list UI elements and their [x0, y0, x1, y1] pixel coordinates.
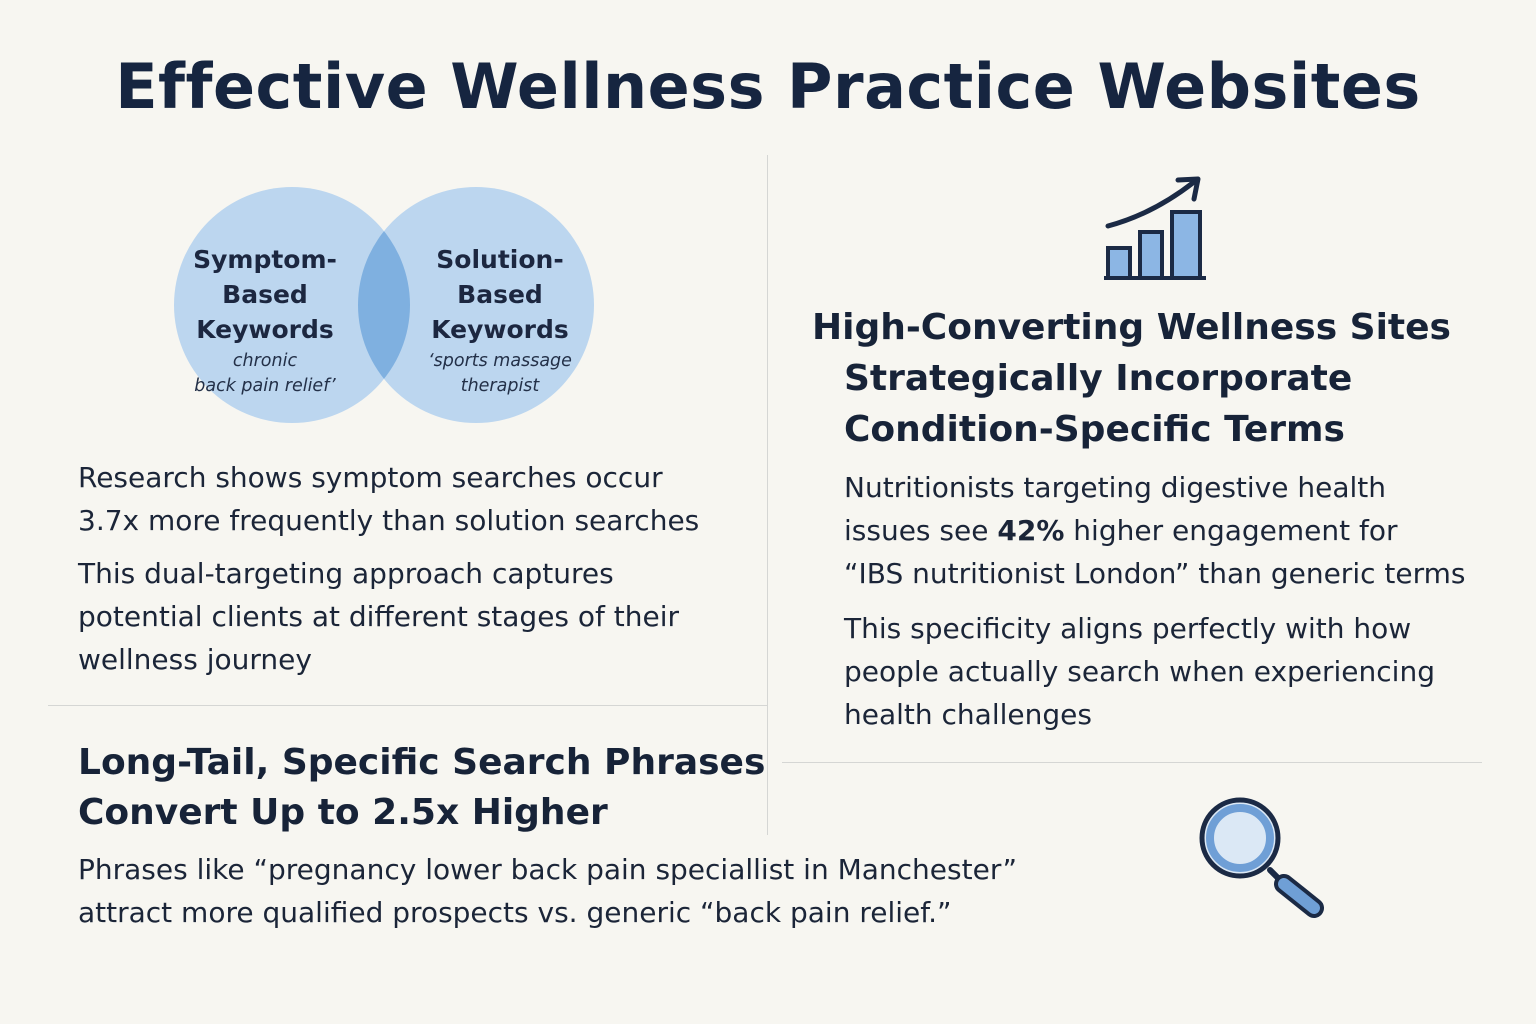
right-paragraph-1-line-2: issues see 42% higher engagement for: [844, 509, 1524, 552]
venn-right-example-2: therapist: [460, 376, 540, 396]
keyword-venn-diagram: Symptom- Based Keywords chronic back pai…: [160, 160, 610, 450]
venn-right-label-3: Keywords: [431, 315, 569, 344]
right-paragraph-2: This specificity aligns perfectly with h…: [844, 607, 1524, 736]
right-heading: High-Converting Wellness Sites Strategic…: [812, 302, 1512, 455]
right-horizontal-divider: [782, 762, 1482, 763]
bar-chart-growth-icon: [1104, 176, 1206, 280]
venn-left-label-2: Based: [222, 280, 308, 309]
right-paragraph-2-line-1: This specificity aligns perfectly with h…: [844, 612, 1412, 645]
bottom-paragraph-line-1: Phrases like “pregnancy lower back pain …: [78, 853, 1018, 886]
venn-left-label-1: Symptom-: [193, 245, 337, 274]
right-paragraph-1: Nutritionists targeting digestive health…: [844, 466, 1524, 595]
left-paragraph-2-line-2: potential clients at different stages of…: [78, 600, 680, 633]
left-paragraph-2: This dual-targeting approach captures po…: [78, 552, 758, 681]
page-title: Effective Wellness Practice Websites: [115, 50, 1421, 123]
left-paragraph-2-line-1: This dual-targeting approach captures: [78, 557, 614, 590]
venn-left-text: Symptom- Based Keywords chronic back pai…: [165, 242, 365, 399]
venn-left-example-1: chronic: [232, 351, 298, 371]
right-heading-line-3: Condition-Specific Terms: [844, 409, 1345, 450]
venn-circles: [174, 187, 594, 423]
vertical-divider: [767, 155, 768, 835]
right-paragraph-2-line-3: health challenges: [844, 698, 1092, 731]
venn-left-circle: [174, 187, 410, 423]
venn-right-label-1: Solution-: [436, 245, 564, 274]
venn-left-label-3: Keywords: [196, 315, 334, 344]
bottom-paragraph-line-2: attract more qualified prospects vs. gen…: [78, 896, 952, 929]
left-horizontal-divider: [48, 705, 768, 706]
right-heading-line-2: Strategically Incorporate: [844, 358, 1353, 399]
right-paragraph-1-line-2-before: issues see: [844, 514, 998, 547]
left-paragraph-1-line-1: Research shows symptom searches occur: [78, 461, 663, 494]
bottom-heading-line-2: Convert Up to 2.5x Higher: [78, 792, 608, 833]
right-paragraph-1-line-3: “IBS nutritionist London” than generic t…: [844, 557, 1466, 590]
left-paragraph-2-line-3: wellness journey: [78, 643, 312, 676]
bottom-heading-line-1: Long-Tail, Specific Search Phrases: [78, 742, 766, 783]
venn-right-text: Solution- Based Keywords ‘sports massage…: [400, 242, 600, 399]
right-paragraph-2-line-2: people actually search when experiencing: [844, 655, 1435, 688]
right-heading-line-1: High-Converting Wellness Sites: [812, 307, 1451, 348]
magnifying-glass-icon: [1199, 797, 1324, 918]
venn-left-example-2: back pain relief’: [194, 376, 336, 396]
venn-right-example-1: ‘sports massage: [428, 351, 572, 371]
left-paragraph-1: Research shows symptom searches occur 3.…: [78, 456, 758, 542]
engagement-stat: 42%: [997, 514, 1065, 547]
bottom-paragraph: Phrases like “pregnancy lower back pain …: [78, 848, 1158, 934]
bottom-heading: Long-Tail, Specific Search Phrases Conve…: [78, 738, 798, 838]
right-paragraph-1-line-1: Nutritionists targeting digestive health: [844, 471, 1386, 504]
left-paragraph-1-line-2: 3.7x more frequently than solution searc…: [78, 504, 700, 537]
venn-right-circle: [358, 187, 594, 423]
venn-right-label-2: Based: [457, 280, 543, 309]
right-paragraph-1-line-2-after: higher engagement for: [1064, 514, 1398, 547]
